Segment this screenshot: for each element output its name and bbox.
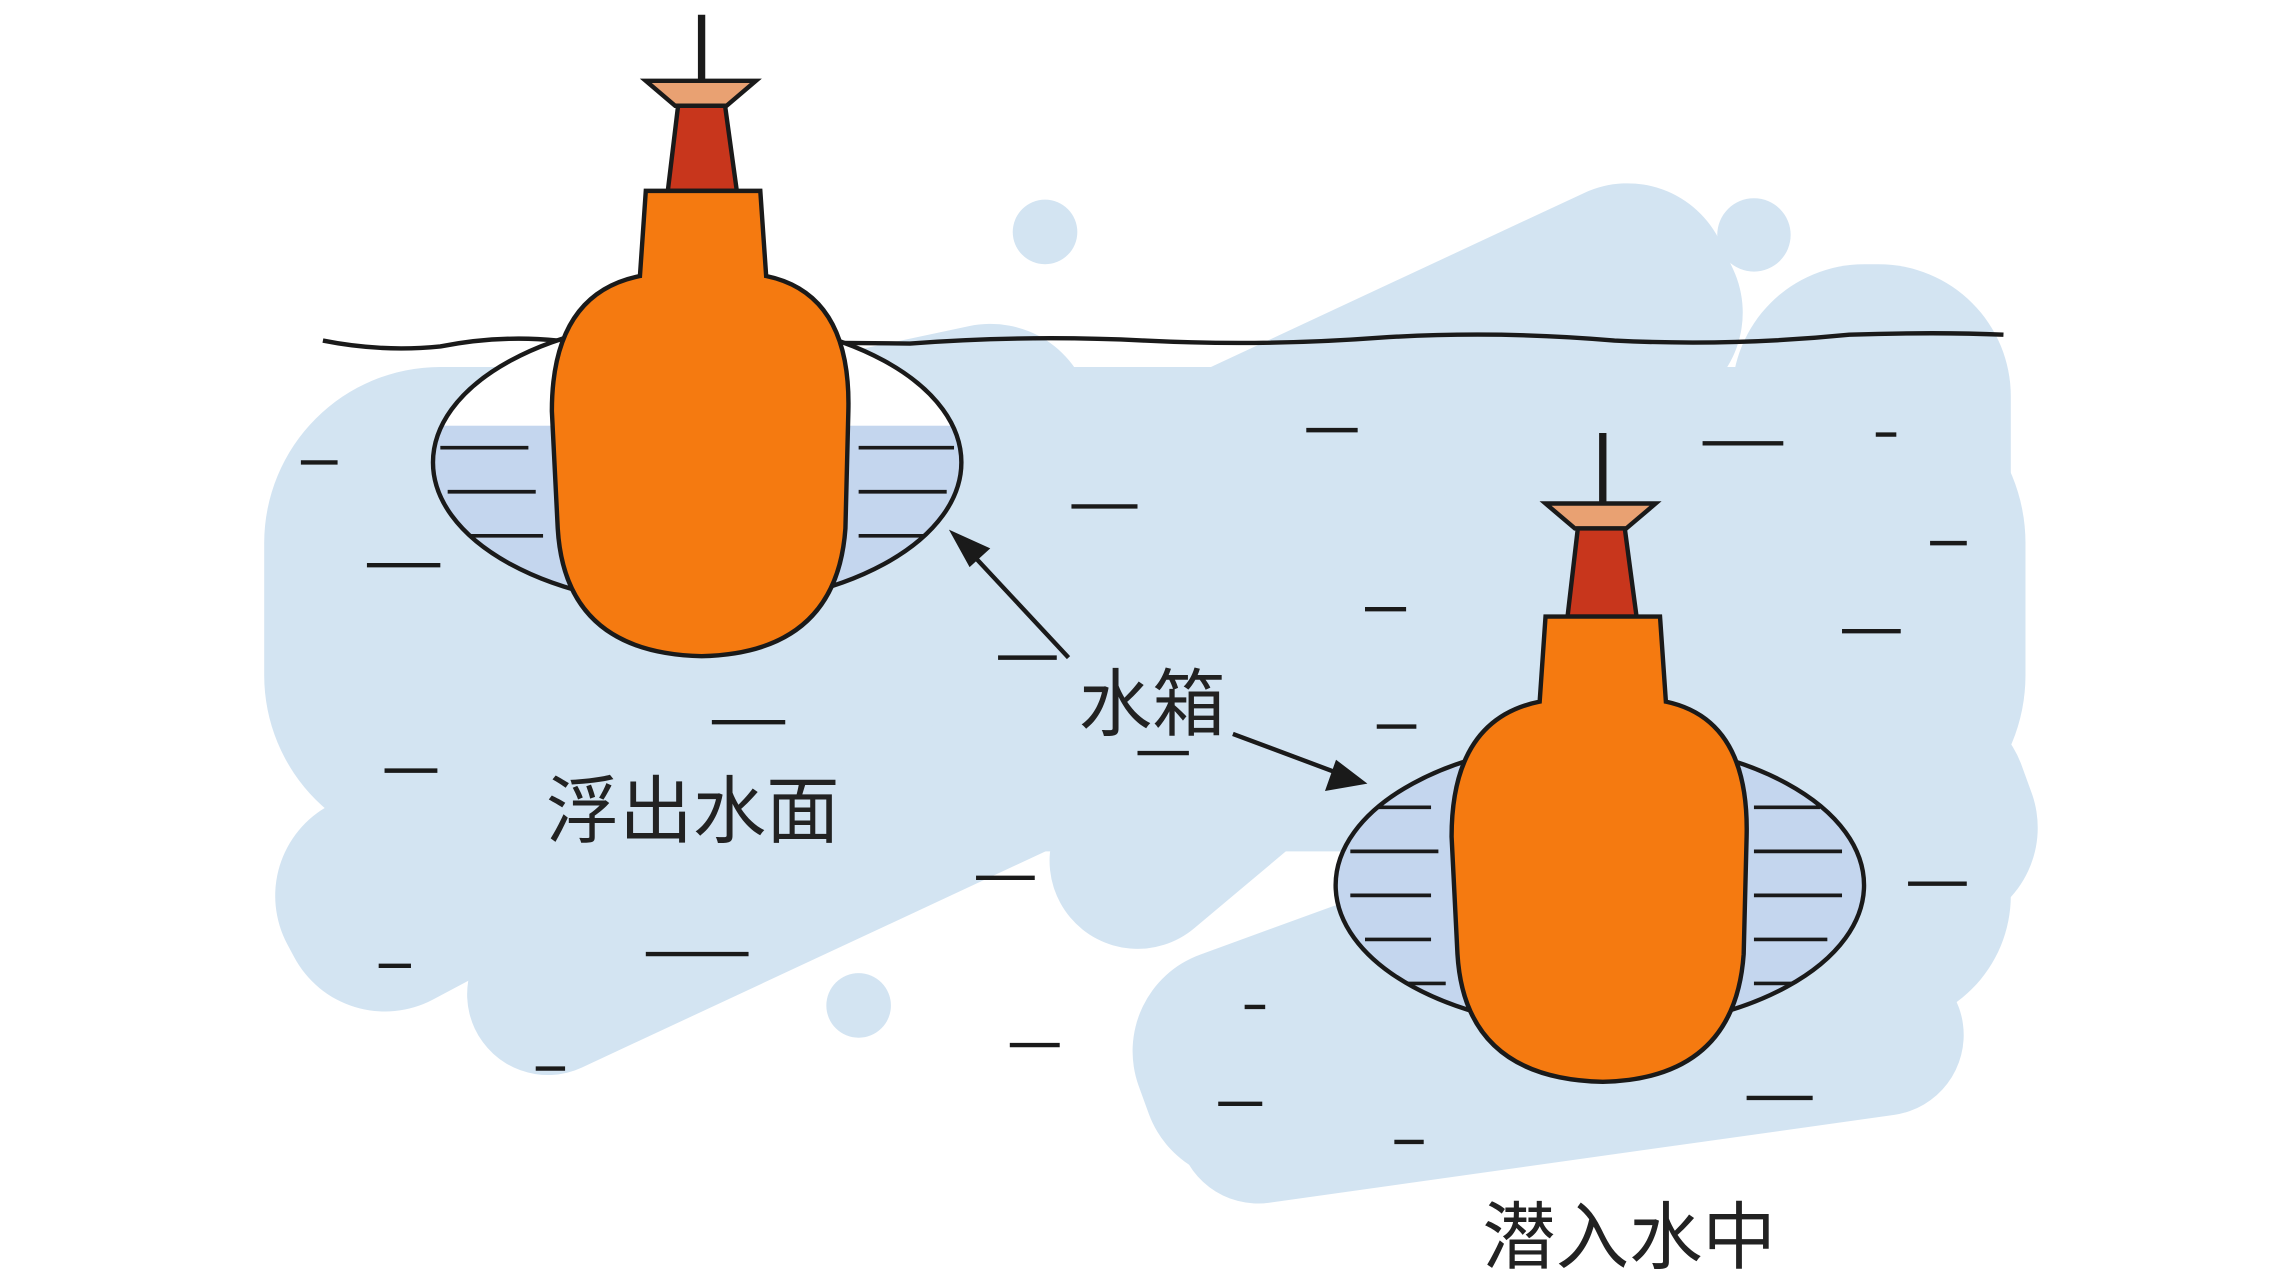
water-surface-line	[322, 331, 2004, 351]
arrow-to-left-tank	[948, 529, 1071, 660]
water-dashes	[300, 427, 1967, 1145]
arrow-to-right-tank	[1232, 731, 1368, 792]
label-surfaced: 浮出水面	[546, 770, 840, 855]
label-submerged: 潜入水中	[1482, 1195, 1776, 1280]
label-water-tank: 水箱	[1079, 663, 1226, 748]
submarine-surfaced	[430, 14, 964, 659]
submarine-submerged	[1333, 433, 1867, 1084]
